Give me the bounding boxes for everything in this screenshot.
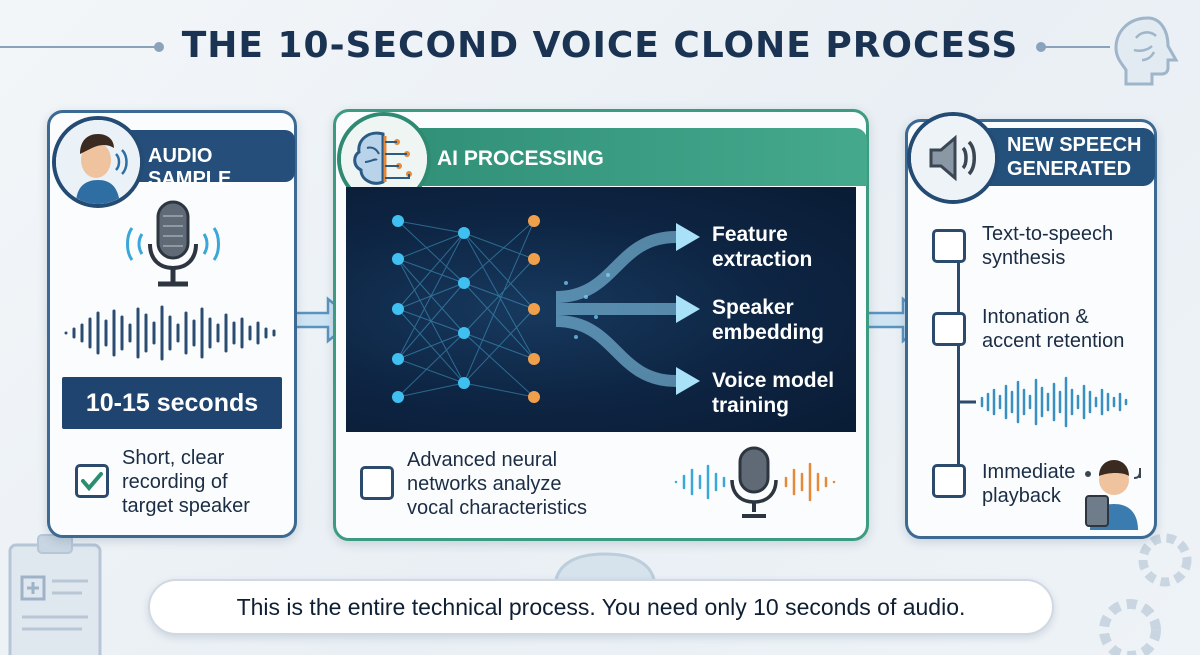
step-checkbox-1[interactable] xyxy=(932,229,966,263)
gear-icon xyxy=(1099,533,1192,655)
speaker-avatar xyxy=(52,116,144,208)
ai-processing-description: Advanced neural networks analyze vocal c… xyxy=(407,449,588,519)
ai-processing-header: AI PROCESSING xyxy=(385,128,867,186)
audio-sample-description: Short, clear recording of target speaker xyxy=(122,447,250,517)
neural-network-visual xyxy=(346,187,856,432)
microphone-icon xyxy=(126,200,220,287)
title-line-left xyxy=(0,46,160,48)
head-brain-icon xyxy=(1114,16,1179,86)
audio-sample-header: AUDIO SAMPLE xyxy=(130,130,295,190)
microphone-wave-icon xyxy=(674,446,836,518)
audio-waveform xyxy=(64,305,276,361)
output-waveform xyxy=(958,376,1128,428)
title-line-right xyxy=(1040,46,1110,48)
title-ornament-dot xyxy=(1036,42,1046,52)
processing-checkbox[interactable] xyxy=(360,466,394,500)
step-playback: Immediate playback xyxy=(982,461,1076,507)
speaker-volume-icon xyxy=(911,116,995,200)
person-speaking-icon xyxy=(56,120,140,204)
speaker-badge xyxy=(907,112,999,204)
duration-label: 10-15 seconds xyxy=(62,377,282,429)
sample-checkbox[interactable] xyxy=(75,464,109,498)
output-feature-extraction: Feature extraction xyxy=(712,223,813,271)
person-tablet-icon xyxy=(1085,460,1141,530)
step-text-to-speech: Text-to-speech synthesis xyxy=(982,223,1114,269)
step-checkbox-2[interactable] xyxy=(932,312,966,346)
output-speaker-embedding: Speaker embedding xyxy=(712,296,825,344)
page-title: THE 10-SECOND VOICE CLONE PROCESS xyxy=(181,25,1019,66)
new-speech-header: NEW SPEECH GENERATED xyxy=(975,128,1155,186)
neural-network-graph xyxy=(392,215,700,403)
timeline-line xyxy=(957,240,960,485)
clipboard-icon xyxy=(8,534,102,655)
checkmark-icon xyxy=(81,472,103,492)
output-voice-model-training: Voice model training xyxy=(712,369,835,417)
bottom-caption: This is the entire technical process. Yo… xyxy=(148,579,1054,635)
step-intonation: Intonation & accent retention xyxy=(982,306,1125,352)
step-checkbox-3[interactable] xyxy=(932,464,966,498)
